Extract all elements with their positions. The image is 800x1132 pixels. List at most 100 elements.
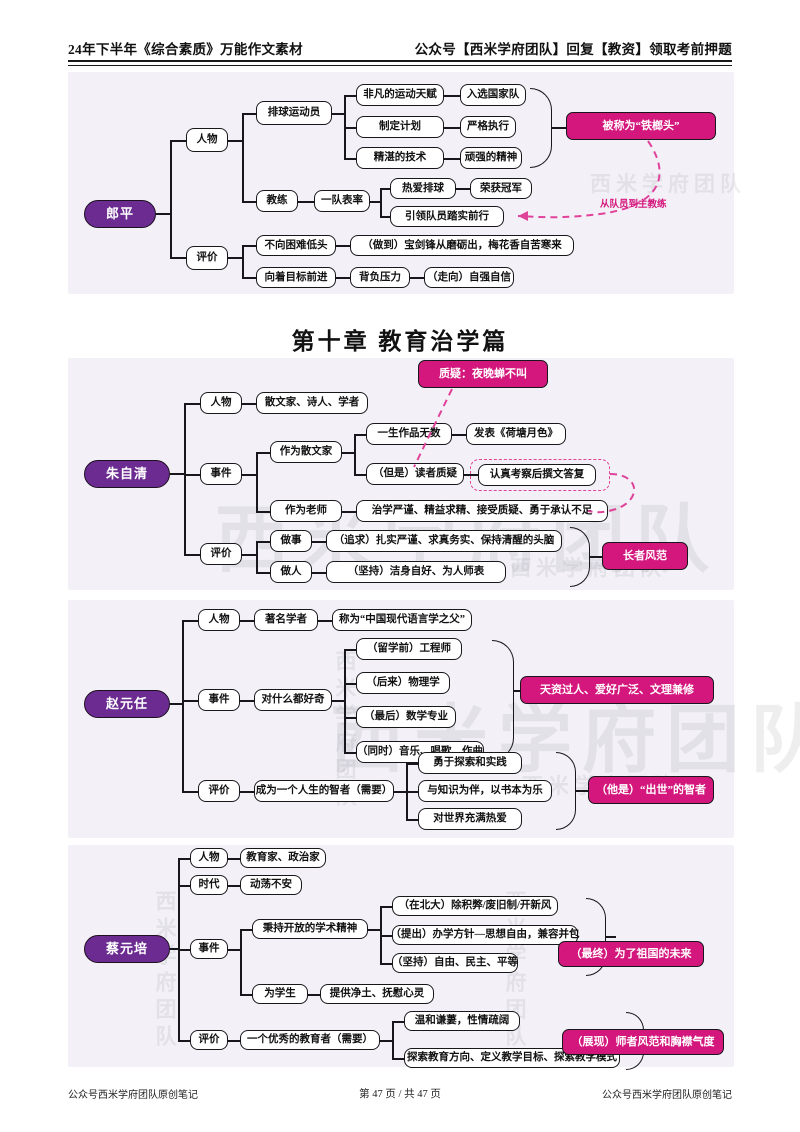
branch-node: 事件 — [198, 689, 240, 711]
leaf-node: 发表《荷塘月色》 — [466, 423, 566, 445]
connector — [336, 277, 350, 279]
leaf-node: 一生作品无数 — [366, 423, 452, 445]
connector — [444, 158, 460, 160]
connector — [354, 434, 366, 436]
connector — [344, 127, 356, 129]
connector — [354, 474, 366, 476]
connector — [228, 858, 240, 860]
leaf-node: 温和谦萋，性情疏阔 — [404, 1011, 520, 1031]
connector — [184, 403, 200, 405]
connector — [182, 791, 198, 793]
connector — [170, 257, 186, 259]
branch-node: 时代 — [190, 875, 228, 895]
connector — [242, 201, 256, 203]
connector — [380, 1040, 392, 1042]
connector — [552, 127, 566, 129]
connector — [380, 935, 392, 937]
connector — [410, 277, 424, 279]
branch-node: 人物 — [186, 128, 228, 152]
leaf-node: （但是）读者质疑 — [366, 463, 464, 485]
leaf-node: 教育家、政治家 — [240, 848, 326, 868]
connector — [242, 113, 256, 115]
child-node: 成为一个人生的智者（需要） — [254, 780, 394, 802]
connector — [452, 434, 466, 436]
callout-pink-5: （他是）“出世”的智者 — [588, 776, 714, 804]
branch-node: 评价 — [186, 246, 228, 270]
connector — [342, 511, 356, 513]
connector — [406, 819, 418, 821]
branch-node: 人物 — [190, 848, 228, 868]
connector — [392, 1058, 404, 1060]
leaf-node: 认真考察后撰文答复 — [478, 464, 596, 486]
connector — [336, 245, 350, 247]
leaf-node: （提出）办学方针—思想自由，兼容并包 — [391, 925, 580, 945]
root-node-zhao-yuanren: 赵元任 — [84, 690, 170, 718]
child-node: 为学生 — [252, 984, 308, 1004]
connector — [242, 113, 244, 202]
connector — [344, 752, 356, 754]
header-divider-thick — [68, 60, 732, 62]
connector — [332, 113, 344, 115]
arrow-label-1: 从队员到主教练 — [600, 200, 667, 210]
connector — [178, 885, 190, 887]
connector — [370, 201, 380, 203]
grouping-brace — [492, 640, 514, 760]
branch-node: 评价 — [198, 780, 240, 802]
leaf-node: （坚持）自由、民主、平等 — [392, 953, 518, 973]
connector — [240, 929, 242, 995]
connector — [394, 791, 406, 793]
leaf-node: （后来）物理学 — [356, 672, 450, 694]
leaf-node: 向着目标前进 — [256, 267, 336, 288]
connector — [182, 620, 198, 622]
root-node-zhu-ziqing: 朱自清 — [84, 460, 170, 488]
leaf-node: 制定计划 — [356, 116, 444, 138]
connector — [242, 277, 256, 279]
connector — [342, 452, 354, 454]
leaf-node: 热爱排球 — [390, 178, 456, 199]
connector — [406, 791, 418, 793]
leaf-node: 入选国家队 — [460, 84, 526, 106]
footer-right-text: 公众号西米学府团队原创笔记 — [601, 1090, 732, 1101]
connector — [228, 140, 242, 142]
connector — [182, 700, 198, 702]
leaf-node: 背负压力 — [350, 267, 410, 288]
chapter-title: 第十章 教育治学篇 — [291, 329, 509, 354]
connector — [242, 245, 256, 247]
root-node-cai-yuanpei: 蔡元培 — [84, 935, 170, 963]
connector — [606, 936, 616, 938]
branch-node: 事件 — [190, 939, 228, 959]
leaf-node: （坚持）洁身自好、为人师表 — [326, 561, 506, 583]
connector — [298, 201, 314, 203]
child-node: 著名学者 — [254, 609, 318, 631]
connector — [156, 213, 170, 215]
page-footer: 公众号西米学府团队原创笔记 第 47 页 / 共 47 页 公众号西米学府团队原… — [68, 1086, 732, 1101]
connector — [182, 620, 184, 792]
grouping-brace — [556, 752, 576, 830]
connector — [242, 403, 256, 405]
leaf-node: 荣获冠军 — [470, 178, 532, 199]
connector — [170, 140, 186, 142]
connector — [344, 649, 346, 753]
child-node: 一个优秀的教育者（需要） — [240, 1030, 380, 1050]
leaf-node: （做到）宝剑锋从磨砺出，梅花香自苦寒来 — [350, 235, 574, 256]
connector — [240, 620, 254, 622]
callout-pink-3: 长者风范 — [602, 542, 688, 570]
connector — [240, 994, 252, 996]
connector — [344, 158, 356, 160]
connector — [318, 620, 332, 622]
connector — [170, 473, 184, 475]
child-node: 排球运动员 — [256, 101, 332, 125]
connector — [184, 554, 200, 556]
connector — [170, 948, 178, 950]
header-left-text: 24年下半年《综合素质》万能作文素材 — [68, 42, 303, 57]
footer-page-number: 第 47 页 / 共 47 页 — [359, 1089, 441, 1100]
connector — [256, 541, 270, 543]
connector — [184, 474, 200, 476]
branch-node: 评价 — [190, 1030, 228, 1050]
branch-node: 人物 — [198, 609, 240, 631]
leaf-node: 非凡的运动天赋 — [356, 84, 444, 106]
connector — [444, 127, 460, 129]
connector — [380, 188, 390, 190]
